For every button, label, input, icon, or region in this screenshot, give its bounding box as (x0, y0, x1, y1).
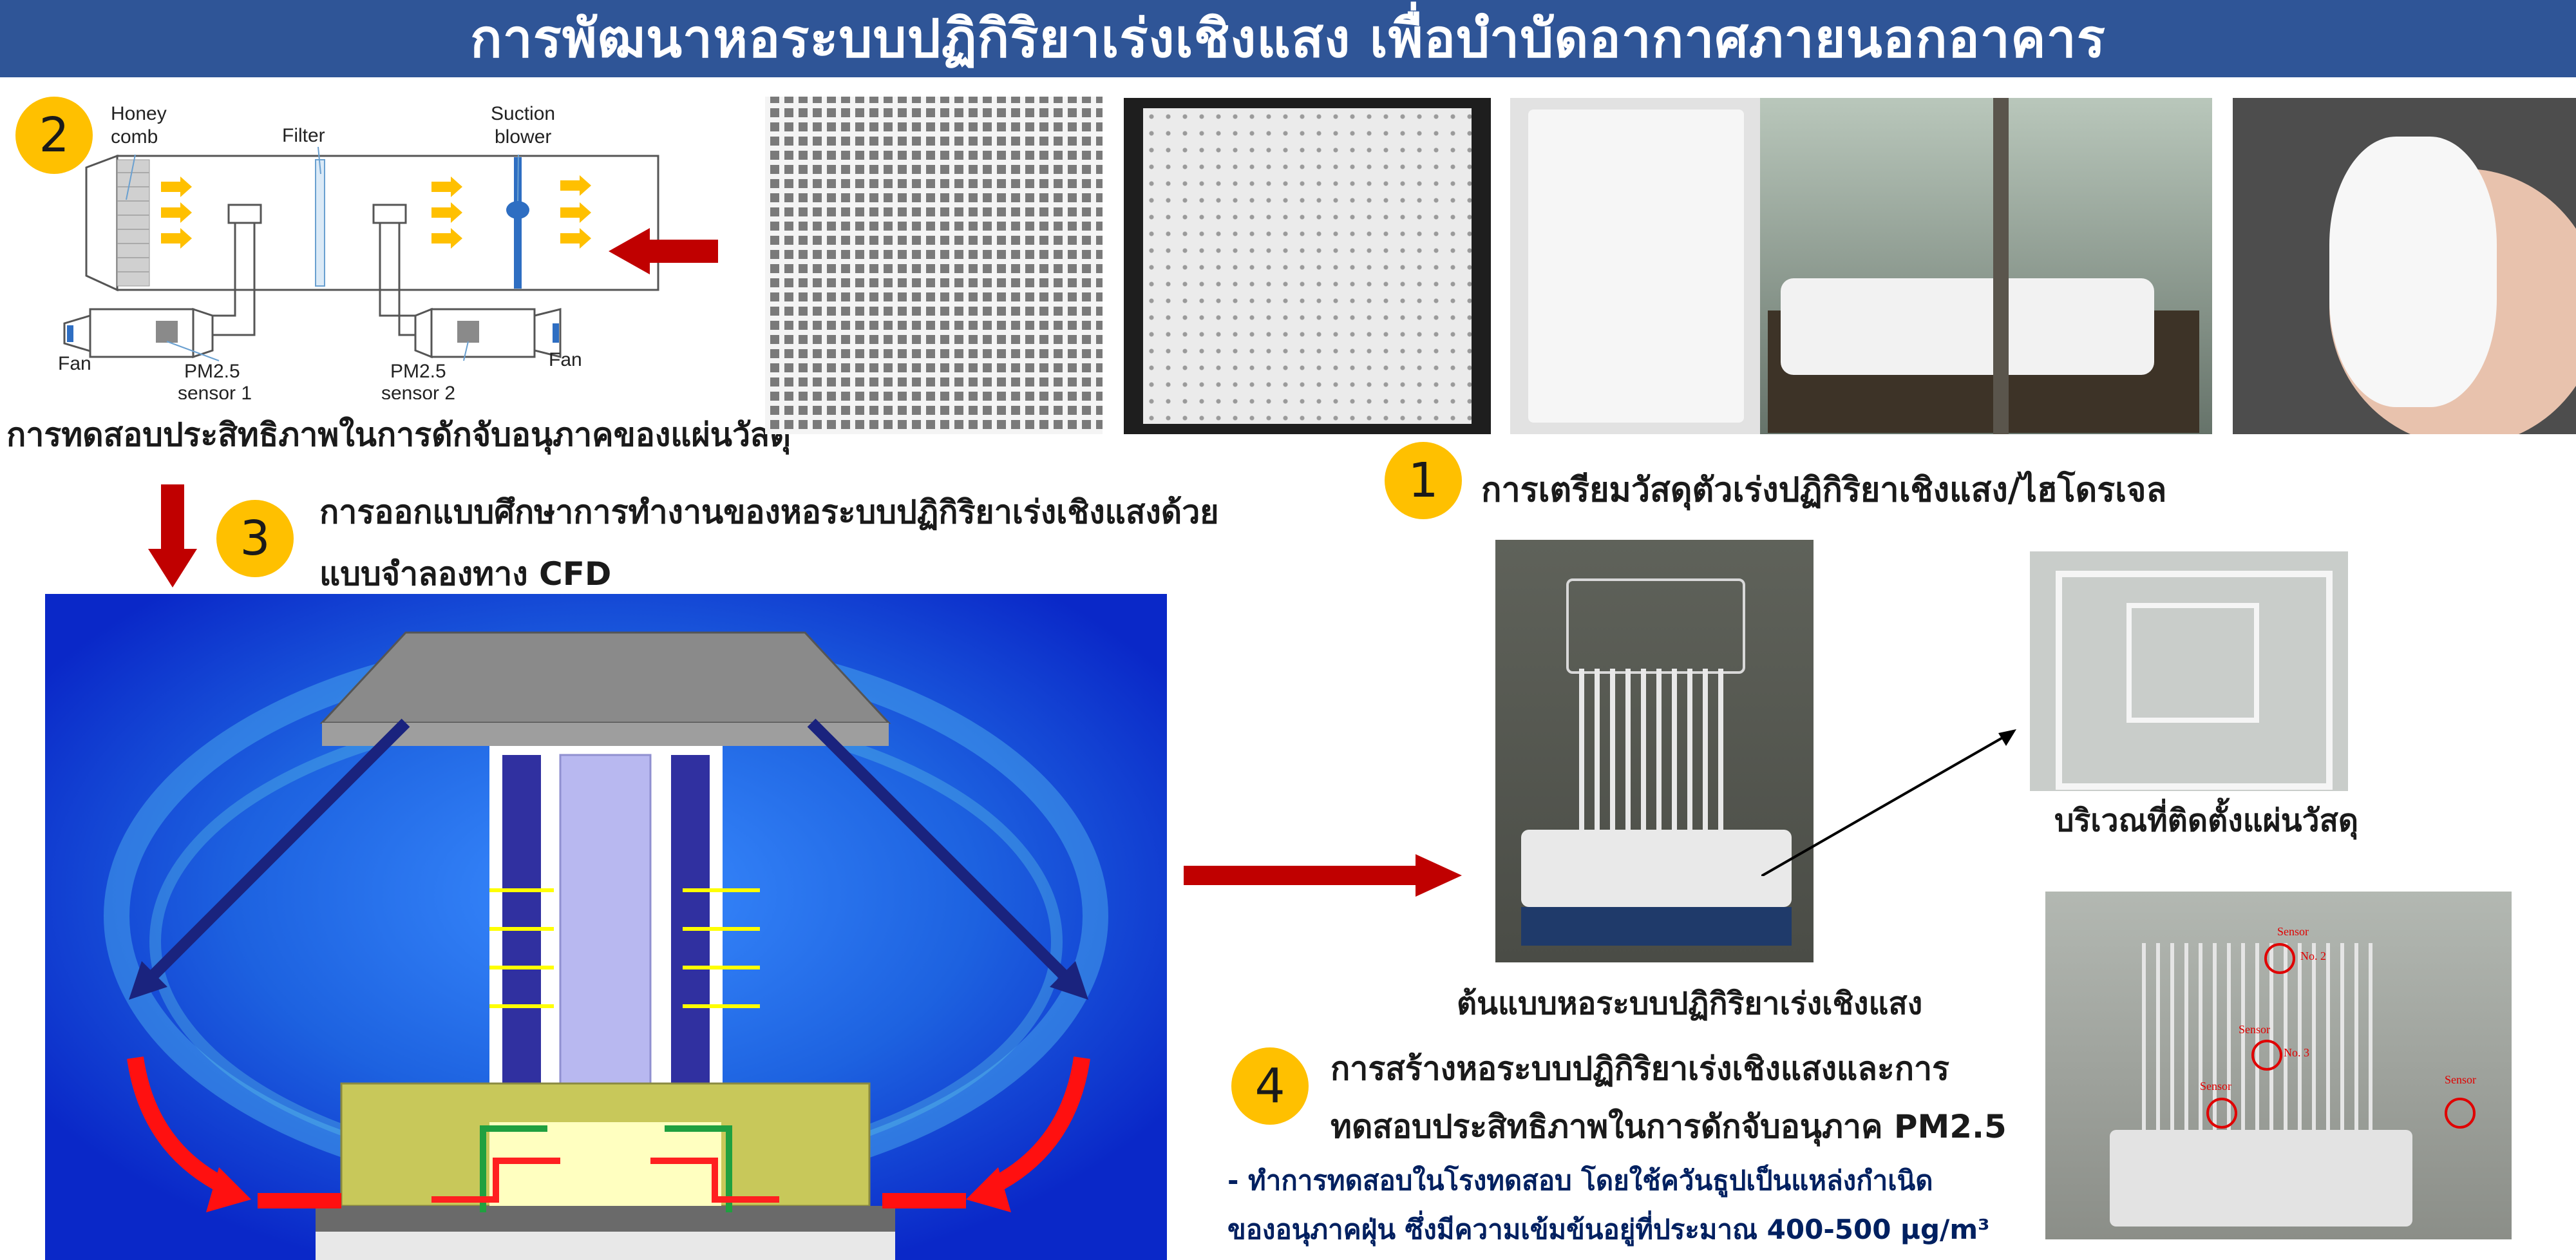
photo-hydrogel-sheet (1510, 98, 2212, 434)
flow-arrows (161, 175, 591, 249)
step-4-badge: 4 (1231, 1047, 1309, 1125)
suction-blower (514, 157, 522, 289)
sensor-label-5: Sensor (2200, 1080, 2231, 1093)
step-3-line-1: การออกแบบศึกษาการทำงานของหอระบบปฏิกิริยา… (319, 493, 1219, 531)
caption-prototype: ต้นแบบหอระบบปฏิกิริยาเร่งเชิงแสง (1457, 986, 1923, 1022)
sensor-unit-right (414, 307, 562, 359)
label-sensor2-b: sensor 2 (381, 383, 455, 399)
label-fan-left: Fan (58, 353, 91, 374)
step-1-label: การเตรียมวัสดุตัวเร่งปฏิกิริยาเชิงแสง/ไฮ… (1481, 471, 2167, 510)
step-3-line-2: แบบจำลองทาง CFD (319, 555, 612, 593)
step-4-note-2: ของอนุภาคฝุ่น ซึ่งมีความเข้มข้นอยู่ที่ปร… (1227, 1214, 1990, 1245)
step-3-badge: 3 (216, 500, 294, 577)
label-honeycomb-2: comb (111, 126, 158, 148)
sensor-label-4: No. 3 (2284, 1046, 2309, 1059)
photo-hydrogel-granules (2233, 98, 2576, 434)
label-honeycomb-1: Honey (111, 103, 167, 124)
photo-coated-sheet (1124, 98, 1491, 434)
test-rig-diagram: Honey comb Filter Suction blower Fan Fan… (58, 103, 659, 399)
honeycomb (117, 159, 150, 287)
step-4-line-2: ทดสอบประสิทธิภาพในการดักจับอนุภาค PM2.5 (1331, 1108, 2007, 1145)
label-fan-right: Fan (549, 349, 582, 370)
photo-mesh-substrate (765, 97, 1103, 434)
leader-arrow (1761, 729, 2016, 876)
label-filter: Filter (282, 125, 325, 146)
sensor-label-1: Sensor (2277, 925, 2309, 938)
cfd-simulation (45, 594, 1167, 1260)
label-sensor1-b: sensor 1 (178, 383, 252, 399)
arrow-down (148, 484, 197, 587)
step-4-line-1: การสร้างหอระบบปฏิกิริยาเร่งเชิงแสงและการ (1331, 1050, 1949, 1087)
label-suction-2: blower (495, 126, 551, 148)
step-1-badge: 1 (1385, 442, 1462, 519)
arrow-left (609, 228, 718, 274)
filter-layer (315, 159, 325, 287)
sensor-label-6: Sensor (2445, 1073, 2476, 1086)
sensor-unit-left (63, 307, 214, 359)
sensor-label-2: No. 2 (2300, 950, 2326, 962)
photo-sensor-test: Sensor No. 2 Sensor No. 3 Sensor Sensor (2045, 892, 2512, 1239)
duct-inlet (85, 154, 118, 292)
step-4-note-1: - ทำการทดสอบในโรงทดสอบ โดยใช้ควันธูปเป็น… (1227, 1165, 1933, 1196)
label-suction-1: Suction (491, 103, 555, 124)
label-sensor1-a: PM2.5 (184, 361, 240, 382)
caption-install-area: บริเวณที่ติดตั้งแผ่นวัสดุ (2054, 803, 2359, 839)
page-title: การพัฒนาหอระบบปฏิกิริยาเร่งเชิงแสง เพื่อ… (470, 8, 2106, 70)
step-2-caption: การทดสอบประสิทธิภาพในการดักจับอนุภาคของแ… (6, 416, 791, 453)
photo-prototype-tower (1495, 540, 1814, 962)
photo-install-area (2030, 551, 2348, 791)
sensor-label-3: Sensor (2239, 1023, 2270, 1036)
step-2-badge: 2 (15, 97, 93, 174)
title-banner: การพัฒนาหอระบบปฏิกิริยาเร่งเชิงแสง เพื่อ… (0, 0, 2576, 77)
arrow-right (1184, 854, 1462, 897)
label-sensor2-a: PM2.5 (390, 361, 446, 382)
